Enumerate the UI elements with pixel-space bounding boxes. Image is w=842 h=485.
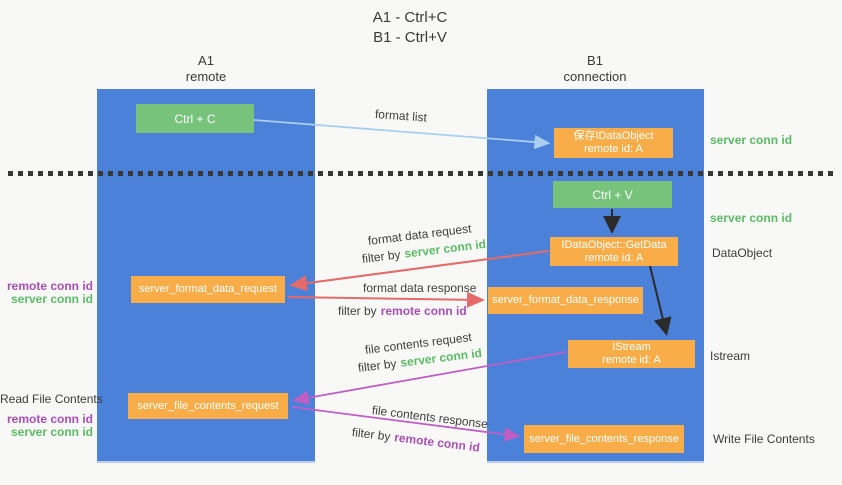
node-server-file-contents-request-label: server_file_contents_request: [137, 399, 279, 412]
node-ctrl-v: Ctrl + V: [553, 181, 672, 208]
node-ctrl-v-label: Ctrl + V: [592, 187, 633, 202]
node-server-file-contents-response-label: server_file_contents_response: [529, 432, 679, 445]
node-server-file-contents-request: server_file_contents_request: [128, 393, 288, 419]
page-title: A1 - Ctrl+C B1 - Ctrl+V: [310, 8, 510, 48]
node-ctrl-c: Ctrl + C: [136, 104, 254, 133]
node-save-idataobject-line2: remote id: A: [584, 143, 643, 155]
filter-by-text: filter by: [338, 304, 377, 318]
margin-label-server-conn-id-top-left: server conn id: [10, 292, 93, 306]
filter-by-text: filter by: [357, 356, 398, 375]
node-istream-line2: remote id: A: [602, 354, 661, 366]
node-istream-line1: IStream: [612, 341, 651, 353]
margin-label-remote-conn-id-top-left: remote conn id: [6, 279, 93, 293]
margin-label-istream: Istream: [710, 349, 751, 363]
node-idataobject-getdata-line2: remote id: A: [584, 251, 644, 264]
margin-label-server-conn-id-mid-right: server conn id: [710, 211, 793, 225]
edge-label-file-contents-response: file contents response: [371, 403, 489, 432]
node-save-idataobject-line1: 保存IDataObject: [573, 130, 654, 142]
arrow-format-data-response: [287, 291, 485, 308]
node-save-idataobject: 保存IDataObject remote id: A: [554, 128, 673, 158]
node-server-format-data-request: server_format_data_request: [131, 276, 285, 303]
node-server-format-data-request-label: server_format_data_request: [138, 283, 278, 295]
lane-header-b1-name: B1: [587, 53, 603, 68]
margin-label-remote-conn-id-bottom-left: remote conn id: [6, 412, 93, 426]
edge-label-format-list: format list: [374, 107, 428, 125]
margin-label-write-file-contents: Write File Contents: [713, 432, 815, 446]
filter-by-text: filter by: [351, 425, 392, 444]
node-server-format-data-response-label: server_format_data_response: [492, 294, 639, 306]
node-ctrl-c-label: Ctrl + C: [174, 111, 216, 126]
lane-header-a1: A1 remote: [146, 53, 266, 85]
node-server-file-contents-response: server_file_contents_response: [524, 425, 684, 453]
node-server-format-data-response: server_format_data_response: [488, 287, 643, 314]
filter-by-text: filter by: [361, 247, 402, 266]
lane-header-b1: B1 connection: [535, 53, 655, 85]
margin-label-read-file-contents: Read File Contents: [0, 392, 103, 406]
lane-header-b1-role: connection: [563, 69, 627, 84]
margin-label-dataobject: DataObject: [712, 246, 773, 260]
remote-conn-id-key: remote conn id: [380, 304, 467, 318]
node-idataobject-getdata: IDataObject::GetData remote id: A: [550, 237, 678, 266]
node-istream: IStream remote id: A: [568, 340, 695, 368]
dotted-divider-line: [8, 171, 835, 176]
margin-label-server-conn-id-bottom-left: server conn id: [10, 425, 93, 439]
margin-label-server-conn-id-top-right: server conn id: [710, 133, 793, 147]
lane-header-a1-name: A1: [198, 53, 214, 68]
title-line-a1: A1 - Ctrl+C: [372, 9, 448, 26]
lane-header-a1-role: remote: [185, 69, 227, 84]
remote-conn-id-key: remote conn id: [393, 430, 481, 455]
node-idataobject-getdata-line1: IDataObject::GetData: [561, 238, 667, 251]
title-line-b1: B1 - Ctrl+V: [373, 29, 447, 46]
edge-label-format-data-response: format data response: [363, 281, 477, 295]
